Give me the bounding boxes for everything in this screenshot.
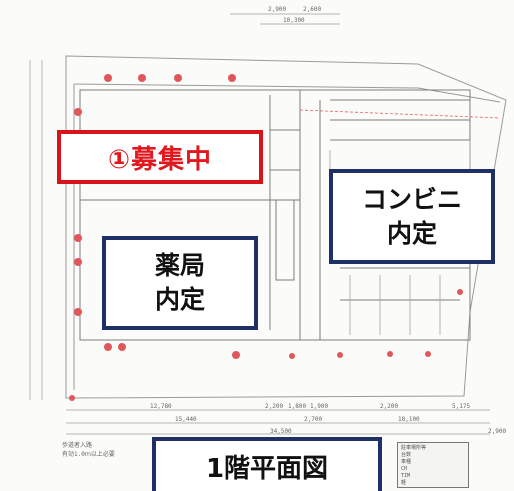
column-markers bbox=[69, 74, 463, 401]
convenience-store-label: コンビニ 内定 bbox=[329, 169, 495, 264]
floor-plan-title: 1階平面図 bbox=[152, 437, 382, 491]
recruiting-label: ①募集中 bbox=[57, 130, 263, 184]
convenience-store-name: コンビニ bbox=[361, 184, 462, 214]
pharmacy-status: 内定 bbox=[154, 285, 205, 314]
legend-row: CH bbox=[401, 466, 408, 472]
dim-bottom-2: 2,200 bbox=[265, 403, 284, 410]
dim-bottom-9: 18,100 bbox=[398, 416, 420, 423]
dim-bottom-7: 15,440 bbox=[175, 416, 197, 423]
dim-bottom-10: 34,500 bbox=[270, 428, 292, 435]
legend-row: TIM bbox=[401, 473, 411, 479]
dim-top-2: 2,600 bbox=[303, 6, 322, 13]
legend-row: 軽 bbox=[401, 480, 407, 486]
convenience-store-status: 内定 bbox=[386, 218, 437, 248]
parking-legend: 駐車場所等 台数 車種 CH TIM 軽 bbox=[397, 442, 469, 488]
dim-bottom-3: 1,800 bbox=[288, 403, 307, 410]
legend-title: 駐車場所等 bbox=[401, 445, 427, 451]
store-grid bbox=[329, 140, 471, 335]
entrance-note-1: 歩道者入路 bbox=[62, 442, 93, 449]
dimension-lines bbox=[29, 13, 490, 435]
dim-top-1: 2,900 bbox=[268, 6, 287, 13]
building-outline bbox=[79, 89, 471, 341]
pharmacy-name: 薬局 bbox=[154, 251, 205, 280]
legend-row: 台数 bbox=[401, 452, 412, 458]
dim-bottom-1: 12,780 bbox=[150, 403, 172, 410]
dim-bottom-5: 2,200 bbox=[380, 403, 399, 410]
dim-top-3: 10,300 bbox=[283, 17, 305, 24]
dim-bottom-4: 1,900 bbox=[310, 403, 329, 410]
legend-row: 車種 bbox=[401, 459, 412, 465]
boundary-red-line bbox=[299, 109, 501, 119]
dim-bottom-8: 2,700 bbox=[304, 416, 323, 423]
entrance-note-2: 有効1.0ｍ以上必要 bbox=[62, 451, 115, 458]
dim-bottom-6: 5,175 bbox=[452, 403, 471, 410]
dim-bottom-11: 2,900 bbox=[488, 428, 507, 435]
pharmacy-label: 薬局 内定 bbox=[102, 236, 258, 330]
